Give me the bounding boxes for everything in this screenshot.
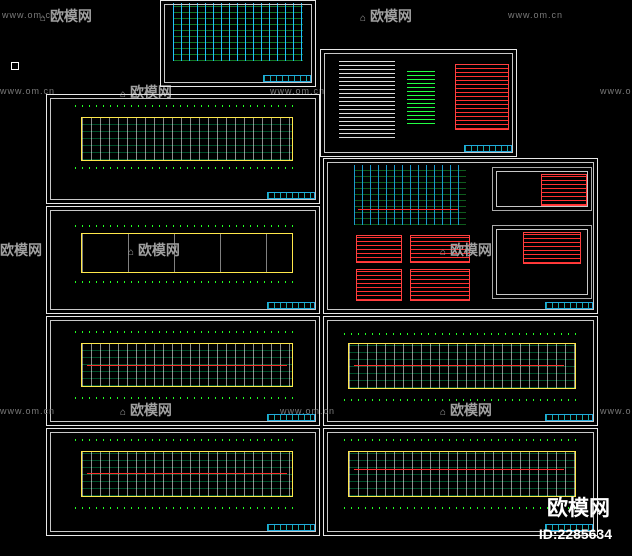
dimension-line bbox=[75, 281, 295, 283]
title-block bbox=[267, 302, 315, 309]
building-outline bbox=[81, 343, 293, 387]
watermark-url: www.om.cn bbox=[2, 10, 58, 20]
asset-id: ID:2285634 bbox=[538, 526, 612, 542]
building-outline bbox=[81, 451, 293, 497]
dimension-line bbox=[344, 439, 580, 441]
watermark-logo: ⌂ 欧模网 bbox=[360, 8, 412, 24]
building-outline bbox=[81, 233, 293, 273]
watermark-url: www.om.cn bbox=[280, 406, 336, 416]
panel-schedule bbox=[356, 269, 402, 301]
detail-frame bbox=[492, 167, 592, 211]
notes-text-block bbox=[339, 60, 395, 138]
building-outline bbox=[81, 117, 293, 161]
watermark-url: www.om.cn bbox=[508, 10, 564, 20]
wiring-line bbox=[358, 209, 458, 210]
distribution-diagram bbox=[354, 165, 466, 225]
legend-table bbox=[523, 232, 581, 264]
building-outline bbox=[348, 343, 576, 389]
cursor-marker bbox=[11, 62, 19, 70]
building-outline bbox=[348, 451, 576, 497]
watermark-logo: ⌂ 欧模网 bbox=[440, 242, 492, 258]
wiring-line bbox=[87, 365, 287, 366]
dimension-line bbox=[344, 507, 580, 509]
watermark-url: www.om.cn bbox=[0, 406, 56, 416]
title-block bbox=[267, 192, 315, 199]
title-block bbox=[545, 414, 593, 421]
dimension-line bbox=[75, 439, 295, 441]
floor-plan-sheet-1[interactable] bbox=[46, 94, 320, 204]
wiring-line bbox=[87, 473, 287, 474]
wiring-line bbox=[354, 469, 564, 470]
dimension-line bbox=[344, 333, 580, 335]
brand-logo: 欧模网 bbox=[547, 497, 610, 520]
floor-plan-sheet-5[interactable] bbox=[46, 428, 320, 536]
panel-schedule bbox=[410, 269, 470, 301]
riser-diagram bbox=[173, 3, 303, 61]
legend-table bbox=[541, 174, 587, 206]
title-block bbox=[545, 302, 593, 309]
dimension-line bbox=[75, 397, 295, 399]
watermark-logo: 欧模网 bbox=[0, 242, 42, 258]
floor-plan-sheet-6[interactable] bbox=[323, 428, 598, 536]
floor-plan-sheet-4[interactable] bbox=[323, 316, 598, 426]
equipment-table bbox=[407, 68, 435, 124]
design-notes-sheet[interactable] bbox=[320, 49, 517, 157]
watermark-logo: ⌂ 欧模网 bbox=[120, 402, 172, 418]
title-block bbox=[263, 75, 311, 82]
title-block bbox=[464, 145, 512, 152]
watermark-logo: ⌂ 欧模网 bbox=[128, 242, 180, 258]
dimension-line bbox=[75, 225, 295, 227]
material-table bbox=[455, 64, 509, 130]
watermark-logo: ⌂ 欧模网 bbox=[40, 8, 92, 24]
watermark-logo: ⌂ 欧模网 bbox=[440, 402, 492, 418]
watermark-url: www.om.cn bbox=[270, 86, 326, 96]
panel-schedule bbox=[356, 235, 402, 263]
detail-frame bbox=[492, 225, 592, 299]
wiring-line bbox=[354, 365, 564, 366]
watermark-url: www.om.cn bbox=[600, 86, 632, 96]
system-diagram-sheet[interactable] bbox=[160, 0, 316, 87]
floor-plan-sheet-2[interactable] bbox=[46, 206, 320, 314]
legend-and-details-sheet[interactable] bbox=[323, 158, 598, 314]
watermark-url: www.om.cn bbox=[0, 86, 56, 96]
dimension-line bbox=[75, 331, 295, 333]
title-block bbox=[267, 524, 315, 531]
dimension-line bbox=[75, 105, 295, 107]
dimension-line bbox=[75, 507, 295, 509]
watermark-url: www.om.cn bbox=[600, 406, 632, 416]
dimension-line bbox=[75, 167, 295, 169]
floor-plan-sheet-3[interactable] bbox=[46, 316, 320, 426]
